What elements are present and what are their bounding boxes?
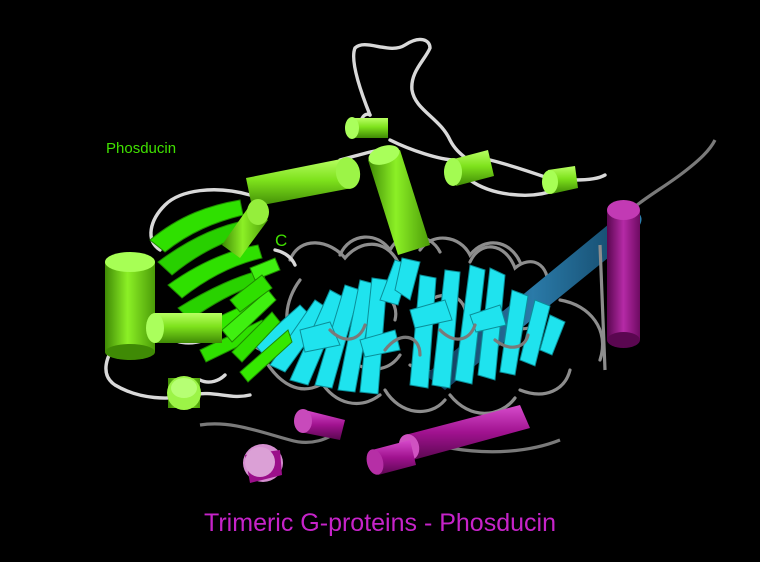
gamma-subunit <box>199 139 717 483</box>
phosducin-sheet <box>149 199 293 383</box>
beta-propeller <box>254 257 566 395</box>
phosducin-helices <box>105 117 578 410</box>
c-terminus-label: C <box>275 231 288 250</box>
figure-caption: Trimeric G-proteins - Phosducin <box>204 509 556 537</box>
protein-label: Phosducin <box>106 140 177 157</box>
phosducin-loops <box>104 37 607 400</box>
propeller-front-loops <box>328 323 530 357</box>
